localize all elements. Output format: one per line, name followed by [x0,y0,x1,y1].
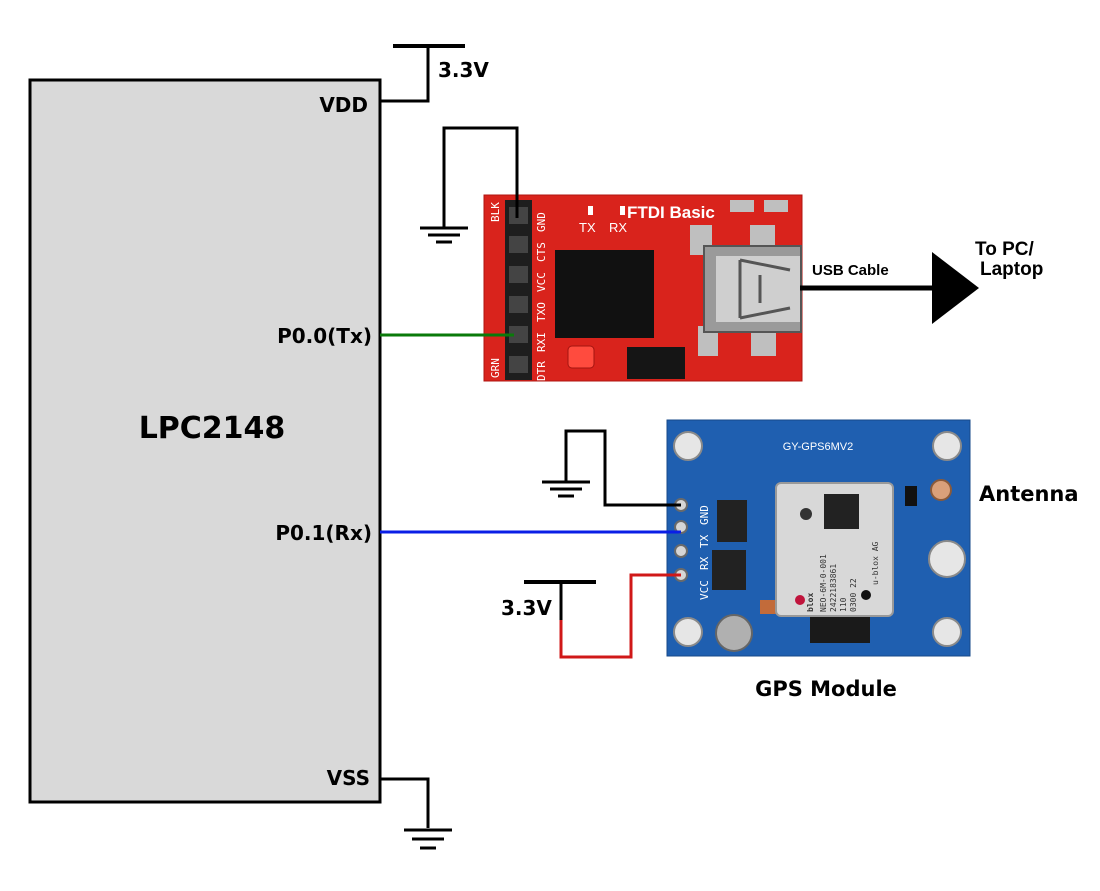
gps-pin-gnd: GND [698,505,711,525]
ftdi-title: FTDI Basic [627,203,715,222]
ftdi-pin-blk: BLK [489,202,502,222]
ftdi-pin-grn: GRN [489,358,502,378]
gps-chip-vendor: u-blox AG [871,541,880,585]
rx-pin-label: P0.1(Rx) [275,521,372,545]
gps-chip-line-3: 110 [839,597,848,612]
mcu-supply-label: 3.3V [438,58,489,82]
gps-board-name: GY-GPS6MV2 [783,441,854,453]
gps-gnd-wire [564,429,681,507]
gps-supply-label: 3.3V [501,596,552,620]
ftdi-board [483,194,803,382]
vss-ground-symbol [404,828,452,850]
ftdi-pin-rxi: RXI [535,332,548,352]
ftdi-gnd-wire [442,126,519,228]
mcu-block [28,78,382,804]
gps-ground-symbol [542,480,590,498]
gps-chip-line-4: 0300 22 [849,578,858,612]
destination-line-2: Laptop [980,259,1043,280]
ftdi-ground-symbol [420,226,468,244]
destination-line-1: To PC/ [975,239,1034,260]
ftdi-led-rx: RX [609,220,627,235]
vss-wire [380,777,430,828]
gps-chip-brand: blox [806,593,815,612]
vdd-pin-label: VDD [319,93,368,117]
vss-pin-label: VSS [327,766,370,790]
ftdi-pin-txo: TXO [535,302,548,322]
mcu-name: LPC2148 [139,411,286,446]
gps-module-label: GPS Module [755,677,897,701]
gps-chip-line-2: 2422183861 [829,564,838,612]
ftdi-pin-cts: CTS [535,242,548,262]
gps-pin-tx: TX [698,534,711,548]
gps-board [666,419,971,657]
ftdi-pin-dtr: DTR [535,361,548,381]
tx-pin-label: P0.0(Tx) [277,324,372,348]
usb-arrow-head [932,252,979,324]
gps-vcc-wire [559,573,681,659]
gps-pin-rx: RX [698,556,711,570]
vdd-wire [380,46,430,103]
ftdi-pin-gnd: GND [535,212,548,232]
antenna-label: Antenna [979,482,1079,506]
ftdi-led-tx: TX [579,220,596,235]
gps-chip-line-1: NEO-6M-0-001 [819,554,828,612]
usb-cable-label: USB Cable [812,262,889,279]
ftdi-pin-vcc: VCC [535,272,548,292]
gps-pin-vcc: VCC [698,580,711,600]
